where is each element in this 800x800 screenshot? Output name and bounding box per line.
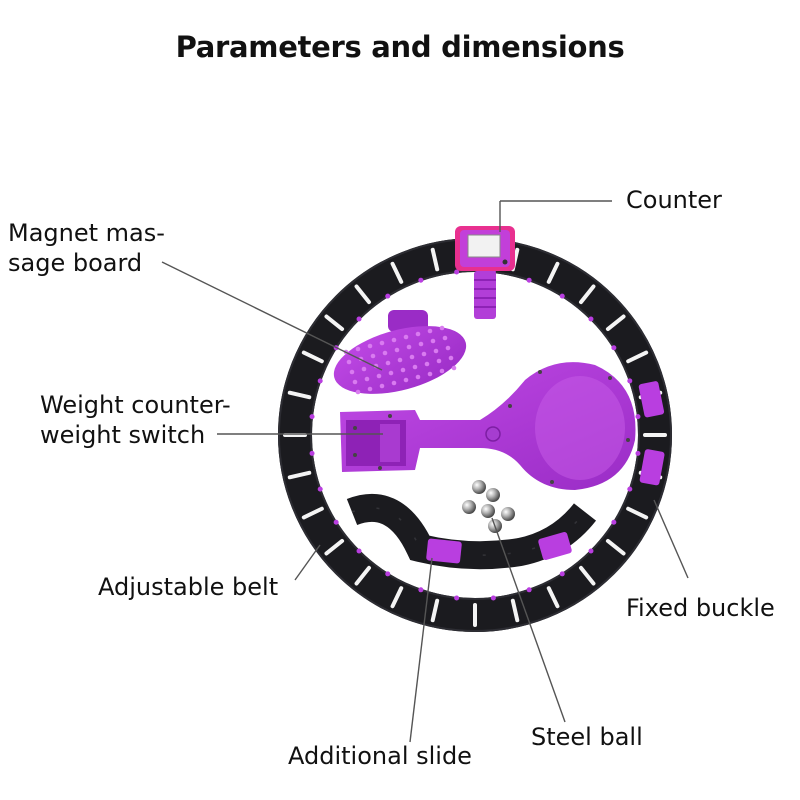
label-weight-line-2: weight switch [40,420,231,450]
ring-clip [560,571,565,576]
counter-screw [474,271,496,319]
ring-clip [627,487,632,492]
massage-nub [440,326,445,331]
ring-clip [454,595,459,600]
massage-nub [353,380,358,385]
massage-nub [392,381,397,386]
massage-nub [416,332,421,337]
massage-nub [356,390,361,395]
massage-nub [428,329,433,334]
ring-clip [627,378,632,383]
massage-nub [380,384,385,389]
massage-nub [371,354,376,359]
massage-nub [449,356,454,361]
label-steel-ball: Steel ball [531,722,643,752]
massage-nub [404,335,409,340]
ring-clip [418,587,423,592]
label-additional-slide: Additional slide [288,741,472,771]
massage-nub [404,378,409,383]
ring-clip [310,451,315,456]
massage-nub [416,375,421,380]
label-magnet-line-2: sage board [8,248,165,278]
ring-clip [385,571,390,576]
adjustable-belt-slide [352,508,585,564]
label-magnet-massage-board: Magnet mas- sage board [8,218,165,278]
ring-clip [527,587,532,592]
steel-balls [462,480,515,533]
massage-nub [425,362,430,367]
ring-clip [635,451,640,456]
massage-nub [434,349,439,354]
ring-clip [491,595,496,600]
massage-nub [380,341,385,346]
ring-clip [318,378,323,383]
massage-nub [398,358,403,363]
massage-nub [350,370,355,375]
label-adjustable-belt: Adjustable belt [98,572,278,602]
ring-clip [527,278,532,283]
massage-nub [368,344,373,349]
ring-clip [418,278,423,283]
ring-clip [635,414,640,419]
massage-nub [431,339,436,344]
label-fixed-buckle: Fixed buckle [626,593,775,623]
ring-clip [357,548,362,553]
ring-clip [611,345,616,350]
massage-nub [392,338,397,343]
massage-nub [347,360,352,365]
massage-nub [407,345,412,350]
leader-slide [410,558,432,742]
massage-nub [368,387,373,392]
massage-nub [395,348,400,353]
ring-clip [310,414,315,419]
leader-buckle [654,500,688,578]
massage-nub [437,359,442,364]
massage-nub [383,351,388,356]
ring-clip [588,548,593,553]
massage-nub [362,367,367,372]
massage-nub [389,371,394,376]
massage-nub [410,355,415,360]
ring-clip [611,520,616,525]
label-magnet-line-1: Magnet mas- [8,218,165,248]
massage-nub [401,368,406,373]
ring-clip [385,294,390,299]
massage-nub [446,346,451,351]
massage-nub [440,369,445,374]
massage-nub [386,361,391,366]
massage-nub [428,372,433,377]
ring-clip [560,294,565,299]
label-counter: Counter [626,185,722,215]
ring-clip [588,317,593,322]
massage-nub [452,366,457,371]
massage-nub [413,365,418,370]
massage-nub [419,342,424,347]
ring-clip [318,487,323,492]
leader-belt [295,545,320,580]
massage-nub [356,347,361,352]
massage-nub [365,377,370,382]
massage-nub [422,352,427,357]
ring-clip [334,520,339,525]
label-weight-line-1: Weight counter- [40,390,231,420]
label-weight-counterweight-switch: Weight counter- weight switch [40,390,231,450]
massage-nub [443,336,448,341]
ring-clip [357,317,362,322]
massage-nub [377,374,382,379]
